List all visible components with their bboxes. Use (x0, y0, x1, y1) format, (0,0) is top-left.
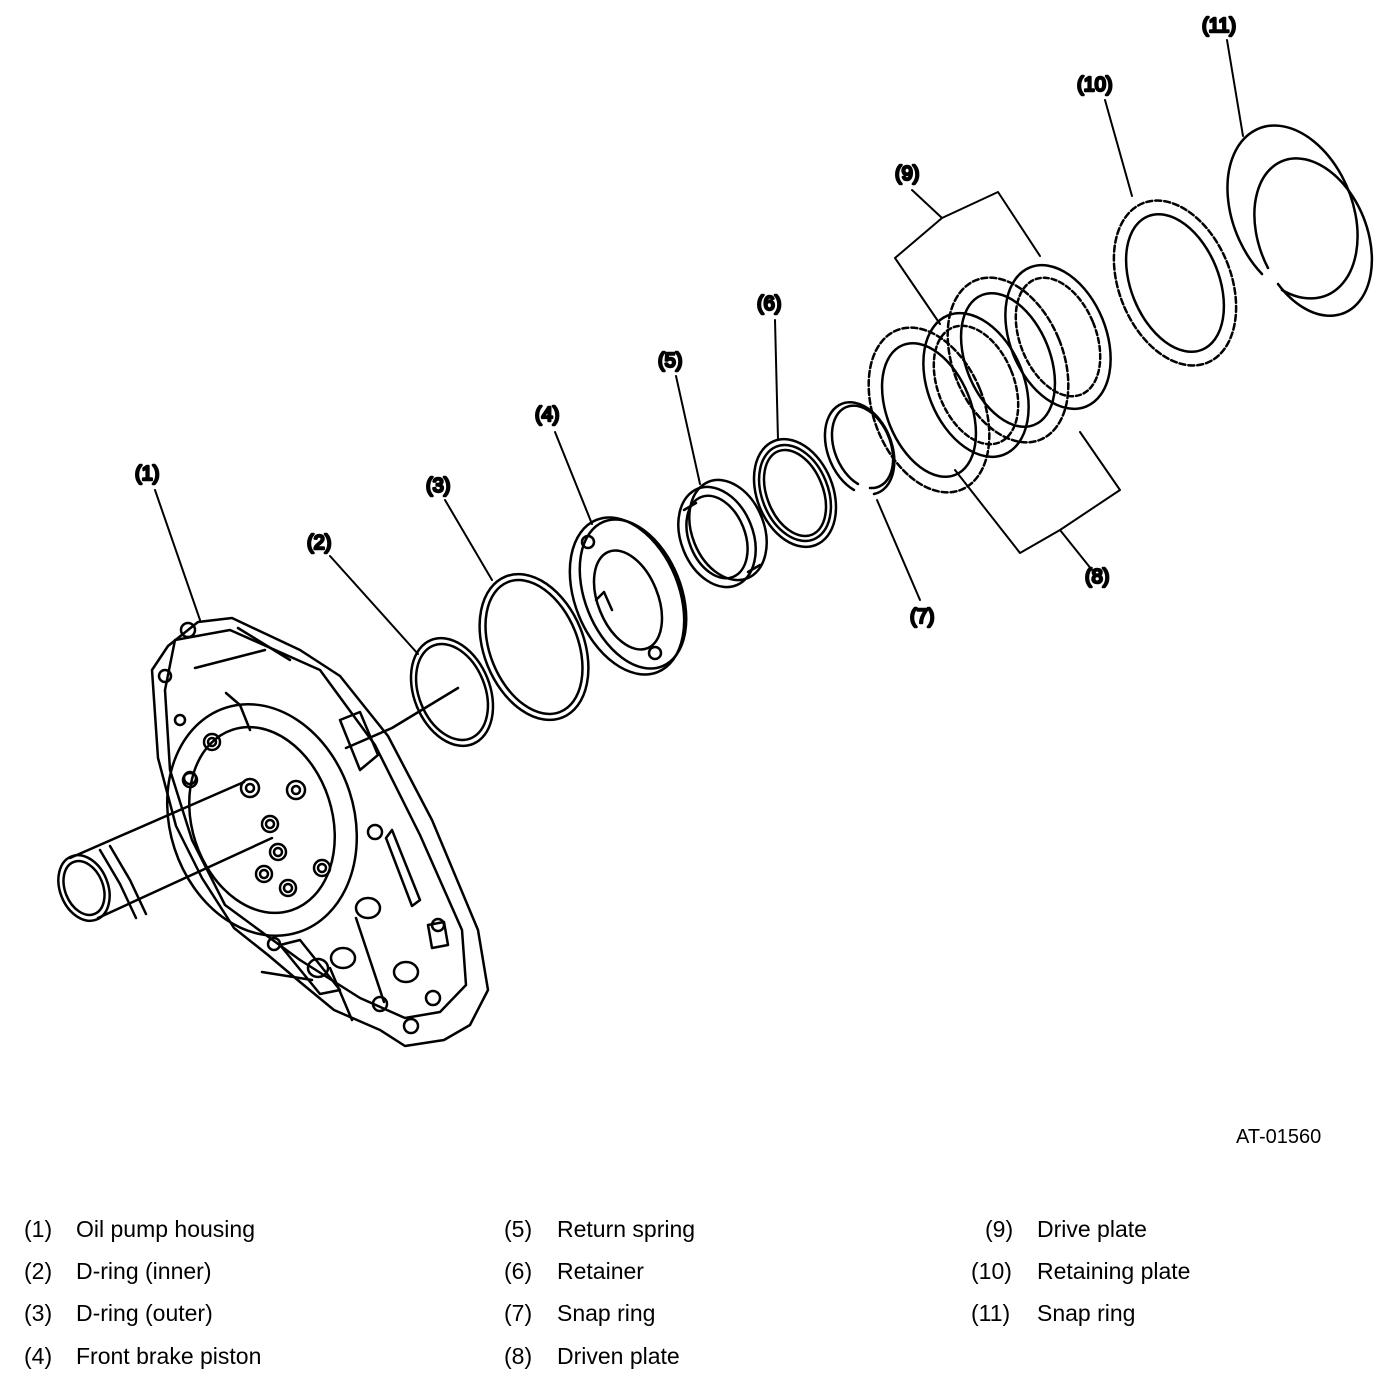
part-retainer (752, 437, 838, 549)
callout-2: (2) (307, 532, 331, 554)
figure-id: AT-01560 (1236, 1126, 1322, 1148)
legend-number: (4) (24, 1343, 53, 1369)
legend-name: Snap ring (557, 1300, 656, 1326)
callout-6: (6) (757, 293, 781, 315)
legend-number: (3) (24, 1300, 53, 1326)
legend-number: (7) (504, 1300, 533, 1326)
legend-name: Driven plate (557, 1343, 680, 1369)
callout-11: (11) (1202, 15, 1236, 37)
callout-10: (10) (1077, 74, 1113, 96)
part-snap-ring-large (1226, 124, 1374, 317)
legend-number: (9) (985, 1216, 1014, 1242)
legend-name: D-ring (outer) (76, 1300, 213, 1326)
callout-7: (7) (910, 606, 934, 628)
legend-number: (2) (24, 1258, 53, 1284)
part-d-ring-outer (478, 572, 590, 722)
legend-name: Return spring (557, 1216, 696, 1242)
part-driven-plate-1 (867, 326, 991, 494)
part-d-ring-inner (409, 636, 495, 748)
legend-name: Snap ring (1037, 1300, 1136, 1326)
exploded-view-diagram: (1) (2) (3) (4) (5) (6) (7) (8) (9) (10)… (57, 14, 1374, 1048)
legend-name: Oil pump housing (76, 1216, 255, 1242)
part-front-brake-piston (568, 516, 688, 676)
callout-5: (5) (658, 350, 682, 372)
legend-number: (11) (971, 1300, 1011, 1326)
legend-number: (8) (504, 1343, 533, 1369)
callout-9: (9) (895, 163, 919, 185)
part-retaining-plate (1112, 199, 1238, 367)
legend-name: Front brake piston (76, 1343, 262, 1369)
part-driven-plate-2 (946, 276, 1070, 444)
callout-1: (1) (135, 463, 159, 485)
part-snap-ring-small (823, 401, 896, 496)
legend-name: Retaining plate (1037, 1258, 1191, 1284)
legend-name: Drive plate (1037, 1216, 1147, 1242)
legend-number: (6) (504, 1258, 533, 1284)
part-return-spring (677, 478, 768, 589)
part-drive-plate-2 (1004, 263, 1112, 411)
part-oil-pump-housing (57, 616, 490, 1048)
legend-name: D-ring (inner) (76, 1258, 212, 1284)
leader-lines (154, 39, 1244, 655)
callout-8: (8) (1085, 566, 1109, 588)
legend-number: (10) (971, 1258, 1012, 1284)
callout-3: (3) (426, 475, 450, 497)
legend-number: (5) (504, 1216, 533, 1242)
callout-4: (4) (535, 404, 559, 426)
legend-number: (1) (24, 1216, 53, 1242)
legend-name: Retainer (557, 1258, 644, 1284)
